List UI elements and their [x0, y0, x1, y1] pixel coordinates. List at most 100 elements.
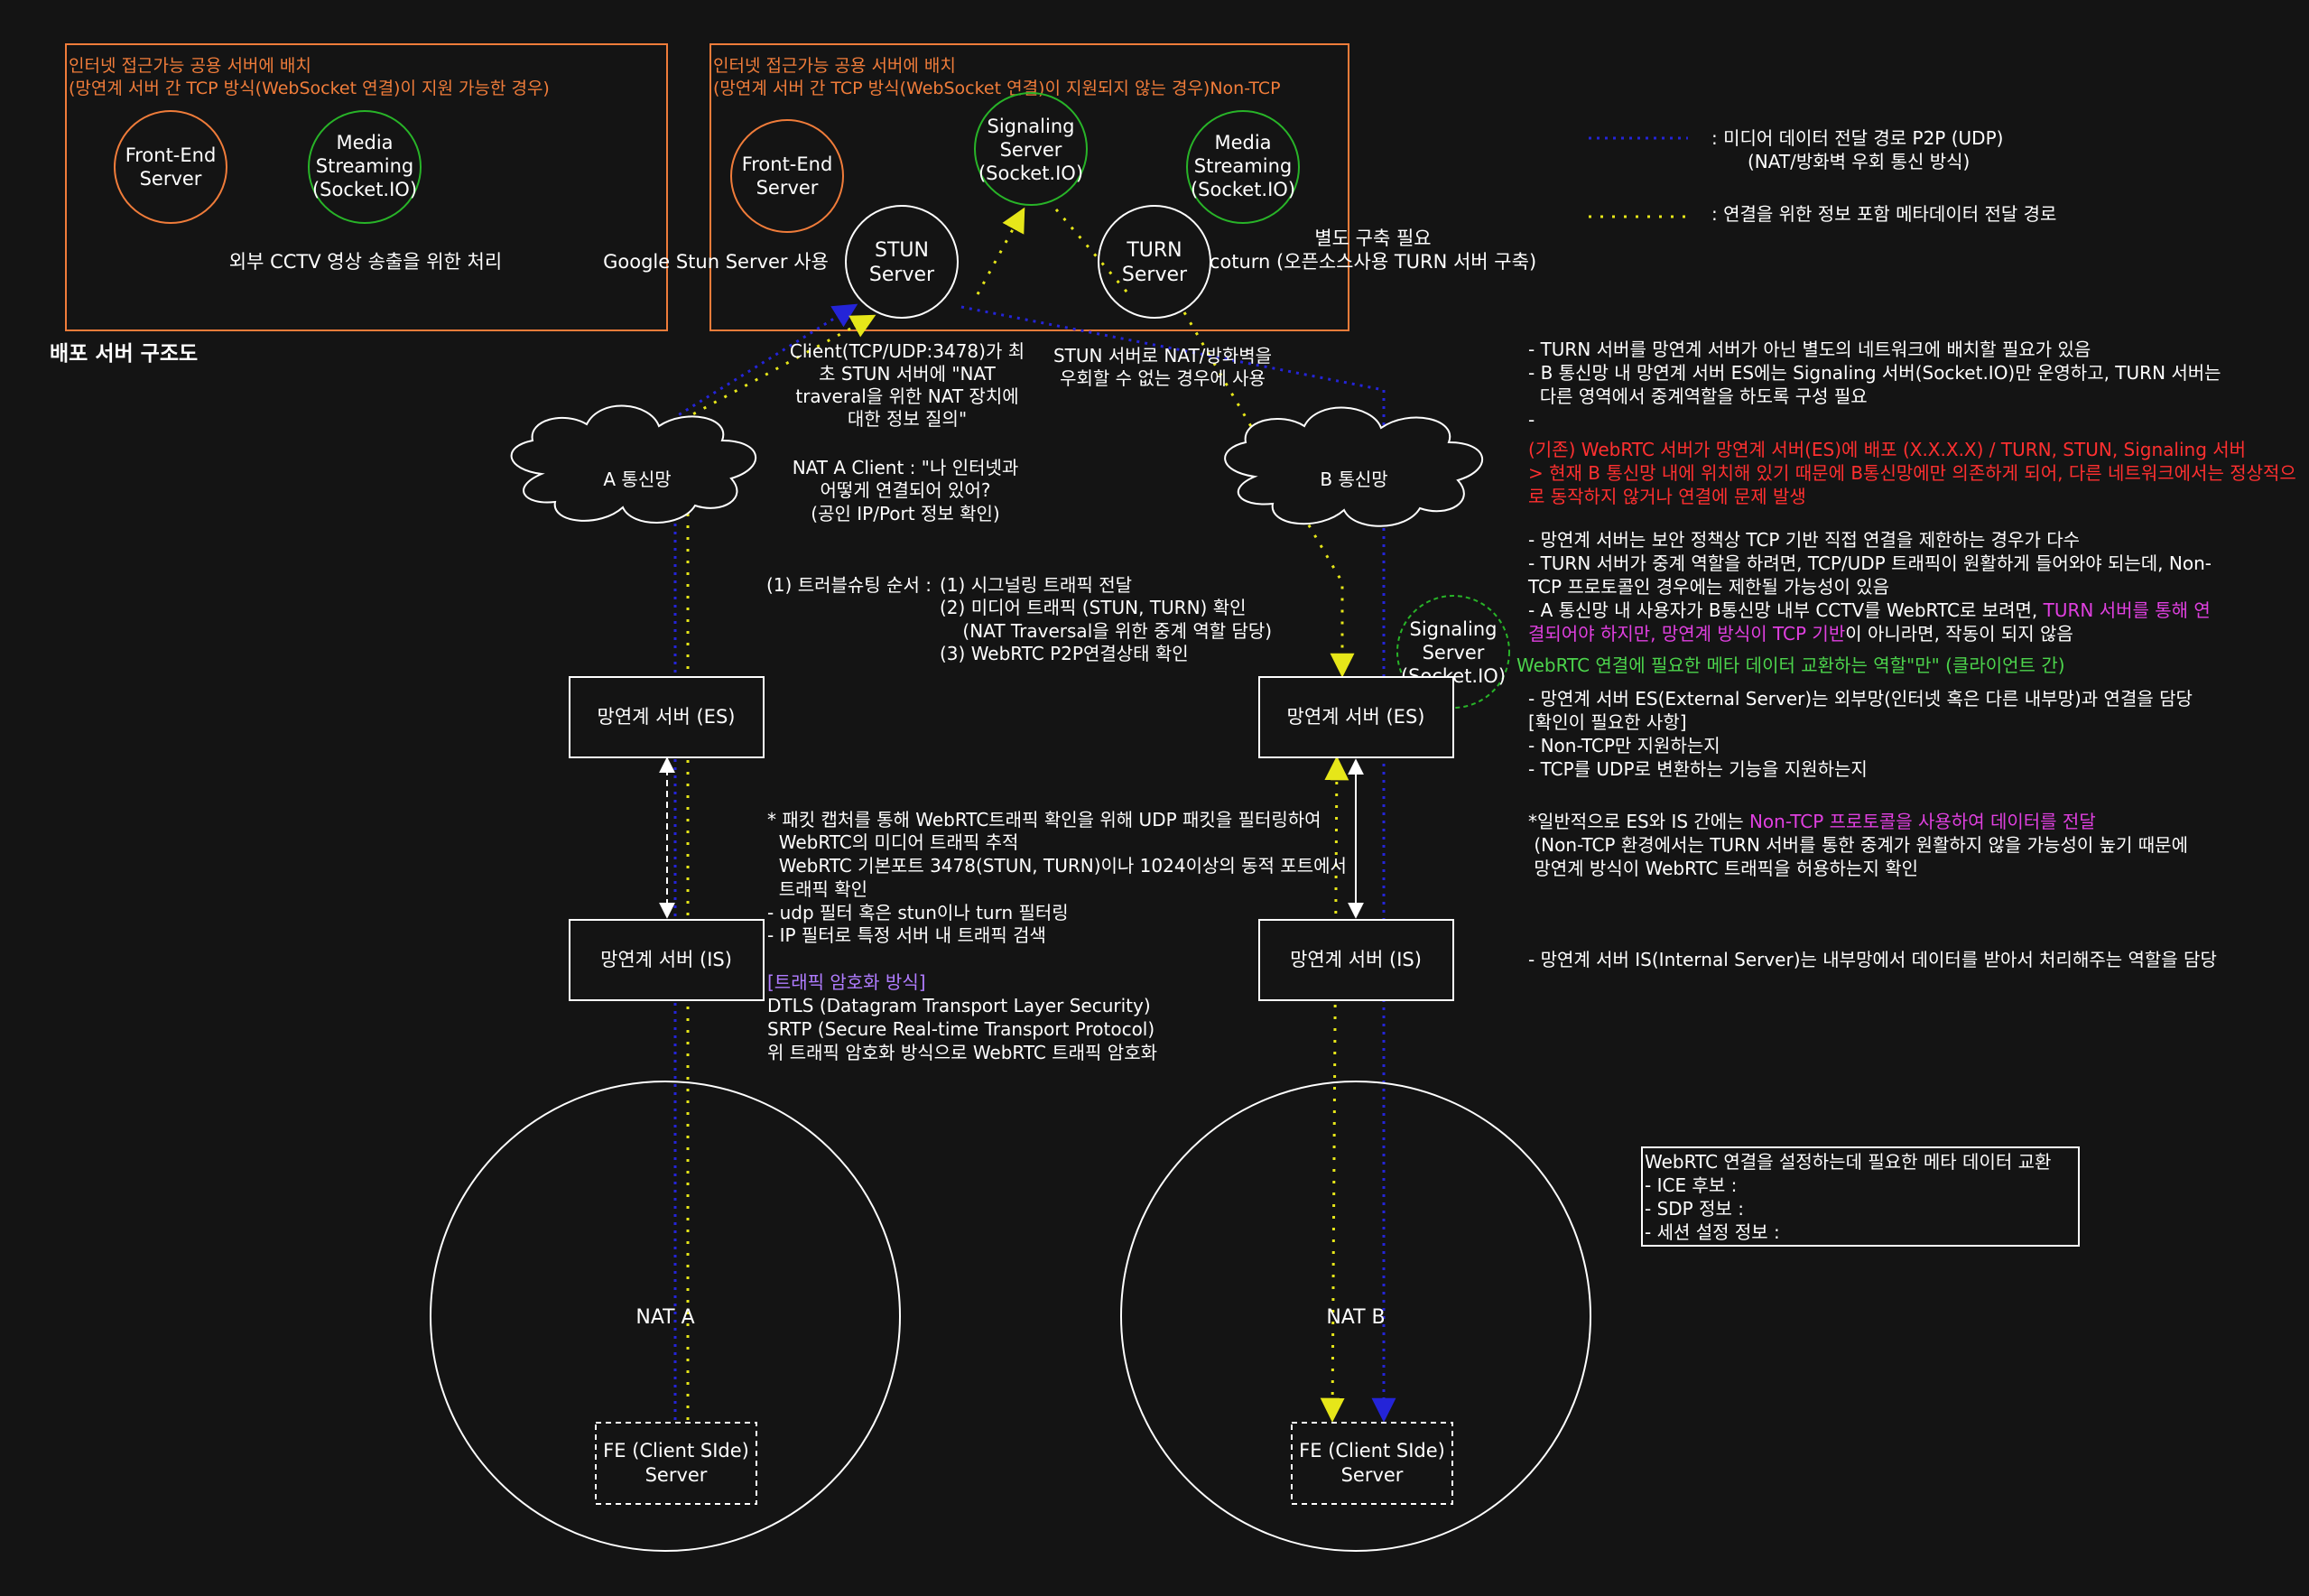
general-note-1-highlight: Non-TCP 프로토콜을 사용하여 데이터를 전달	[1749, 811, 2096, 832]
legacy-note-1: (기존) WebRTC 서버가 망연계 서버(ES)에 배포 (X.X.X.X)…	[1528, 439, 2246, 460]
tcp-media-streaming-server[interactable]	[308, 110, 422, 224]
metadata-box[interactable]	[1641, 1146, 2080, 1247]
signaling-to-turn-path	[1054, 209, 1134, 299]
turn-note-block-2: - B 통신망 내 망연계 서버 ES에는 Signaling 서버(Socke…	[1528, 362, 2221, 384]
nontcp-frontend-server[interactable]	[730, 119, 844, 233]
tcp-server-box[interactable]	[65, 43, 668, 331]
tcp-frontend-label-1: Front-End	[125, 144, 217, 166]
signaling-b-label-2: Server	[1423, 642, 1485, 663]
turn-server[interactable]	[1098, 205, 1211, 319]
general-note-3: 망연계 방식이 WebRTC 트래픽을 허용하는지 확인	[1528, 858, 1918, 879]
encryption-line-3: 위 트래픽 암호화 방식으로 WebRTC 트래픽 암호화	[767, 1042, 1157, 1063]
legacy-note-2: > 현재 B 통신망 내에 위치해 있기 때문에 B통신망에만 의존하게 되어,…	[1528, 462, 2296, 484]
es-role-note-4: - TCP를 UDP로 변환하는 기능을 지원하는지	[1528, 758, 1868, 780]
signaling-server[interactable]	[974, 92, 1088, 206]
capture-note-2: WebRTC의 미디어 트래픽 추적	[767, 831, 1018, 853]
google-stun-label: Google Stun Server 사용	[603, 251, 829, 273]
capture-note-4: 트래픽 확인	[767, 878, 867, 900]
legend-blue-text-2: (NAT/방화벽 우회 통신 방식)	[1748, 151, 1970, 172]
metadata-ice: - ICE 후보 :	[1645, 1174, 1737, 1196]
stun-label-2: Server	[869, 264, 935, 286]
troubleshoot-line-2: (2) 미디어 트래픽 (STUN, TURN) 확인	[940, 597, 1247, 618]
nontcp-media-label-2: Streaming	[1194, 155, 1292, 177]
signaling-label-1: Signaling	[988, 116, 1075, 137]
turn-label-1: TURN	[1126, 239, 1182, 262]
nat-client-note-2: 어떻게 연결되어 있어?	[821, 479, 991, 501]
nontcp-box-title-2: (망연계 서버 간 TCP 방식(WebSocket 연결)이 지원되지 않는 …	[713, 79, 1281, 98]
nat-b-label: NAT B	[1326, 1306, 1385, 1329]
capture-note-3: WebRTC 기본포트 3478(STUN, TURN)이나 1024이상의 동…	[767, 855, 1347, 877]
tcp-frontend-label-2: Server	[140, 168, 202, 190]
stun-note-2: 초 STUN 서버에 "NAT	[819, 363, 996, 385]
encryption-head: [트래픽 암호화 방식]	[767, 971, 926, 993]
nontcp-media-streaming-server[interactable]	[1186, 110, 1300, 224]
tcp-media-label-3: (Socket.IO)	[312, 179, 417, 200]
stun-server[interactable]	[845, 205, 959, 319]
is-server-a[interactable]	[569, 919, 765, 1001]
turn-note-block-4: -	[1528, 409, 1535, 431]
cctv-note-1-plain: - A 통신망 내 사용자가 B통신망 내부 CCTV를 WebRTC로 보려면…	[1528, 599, 2044, 621]
cctv-caption: 외부 CCTV 영상 송출을 위한 처리	[229, 251, 502, 273]
capture-note-1: * 패킷 캡처를 통해 WebRTC트래픽 확인을 위해 UDP 패킷을 필터링…	[767, 809, 1321, 830]
stun-to-signaling-path	[976, 207, 1025, 295]
es-role-note-2: [확인이 필요한 사항]	[1528, 711, 1687, 733]
stun-label-1: STUN	[875, 239, 929, 262]
nat-b-boundary[interactable]	[1120, 1081, 1591, 1552]
legend-blue-text-1: : 미디어 데이터 전달 경로 P2P (UDP)	[1711, 127, 2003, 149]
general-note-1-plain: *일반적으로 ES와 IS 간에는	[1528, 811, 1749, 832]
capture-note-6: - IP 필터로 특정 서버 내 트래픽 검색	[767, 924, 1046, 946]
is-role-note: - 망연계 서버 IS(Internal Server)는 내부망에서 데이터를…	[1528, 949, 2217, 970]
general-note-1: *일반적으로 ES와 IS 간에는 Non-TCP 프로토콜을 사용하여 데이터…	[1528, 811, 2096, 832]
encryption-line-2: SRTP (Secure Real-time Transport Protoco…	[767, 1018, 1154, 1040]
es-server-a[interactable]	[569, 676, 765, 758]
general-note-2: (Non-TCP 환경에서는 TURN 서버를 통한 중계가 원활하지 않을 가…	[1528, 834, 2188, 856]
es-role-note-3: - Non-TCP만 지원하는지	[1528, 735, 1720, 756]
legacy-note-3: 로 동작하지 않거나 연결에 문제 발생	[1528, 486, 1806, 507]
is-server-b[interactable]	[1258, 919, 1454, 1001]
nontcp-media-label-3: (Socket.IO)	[1191, 179, 1295, 200]
es-a-label: 망연계 서버 (ES)	[598, 706, 736, 728]
fe-client-a-label-1: FE (Client SIde)	[603, 1440, 749, 1461]
troubleshoot-head: (1) 트러블슈팅 순서 :	[766, 574, 932, 596]
metadata-title: WebRTC 연결을 설정하는데 필요한 메타 데이터 교환	[1645, 1151, 2051, 1173]
legend-yellow-text: : 연결을 위한 정보 포함 메타데이터 전달 경로	[1711, 203, 2056, 225]
fe-client-a-label-2: Server	[645, 1464, 708, 1486]
page-title: 배포 서버 구조도	[50, 342, 198, 366]
nat-a-label: NAT A	[635, 1306, 694, 1329]
encryption-line-1: DTLS (Datagram Transport Layer Security)	[767, 995, 1151, 1016]
cctv-note-2-highlight: 결되어야 하지만, 망연계 방식이 TCP 기반	[1528, 623, 1845, 645]
stun-note-4: 대한 정보 질의"	[848, 408, 967, 430]
fe-client-a[interactable]	[595, 1422, 757, 1505]
nontcp-server-box[interactable]	[709, 43, 1349, 331]
cctv-note-1-highlight: TURN 서버를 통해 연	[2043, 599, 2211, 621]
nontcp-media-label-1: Media	[1214, 132, 1271, 153]
stun-note-3: traveral을 위한 NAT 장치에	[795, 385, 1018, 407]
troubleshoot-line-4: (3) WebRTC P2P연결상태 확인	[940, 643, 1189, 664]
signaling-b-label-1: Signaling	[1410, 618, 1498, 640]
tcp-frontend-server[interactable]	[114, 110, 227, 224]
troubleshoot-line-1: (1) 시그널링 트래픽 전달	[940, 574, 1132, 596]
coturn-label-2: coturn (오픈소스사용 TURN 서버 구축)	[1210, 251, 1536, 273]
turn-label-2: Server	[1122, 264, 1188, 286]
cctv-note-2: 결되어야 하지만, 망연계 방식이 TCP 기반이 아니라면, 작동이 되지 않…	[1528, 623, 2073, 645]
nontcp-box-title-1: 인터넷 접근가능 공용 서버에 배치	[713, 56, 956, 76]
fe-client-b-label-2: Server	[1341, 1464, 1404, 1486]
b-yellow-client-path	[1320, 756, 1349, 1423]
cloud-a[interactable]	[510, 404, 757, 524]
signaling-label-2: Server	[1000, 139, 1062, 161]
tcp-media-label-1: Media	[336, 132, 393, 153]
cloud-b-label: B 통신망	[1320, 469, 1387, 490]
policy-note-1: - 망연계 서버는 보안 정책상 TCP 기반 직접 연결을 제한하는 경우가 …	[1528, 529, 2080, 551]
turn-note-1: STUN 서버로 NAT/방화벽을	[1053, 345, 1272, 367]
nat-a-boundary[interactable]	[430, 1081, 901, 1552]
turn-note-2: 우회할 수 없는 경우에 사용	[1060, 367, 1266, 389]
es-b-label: 망연계 서버 (ES)	[1287, 706, 1425, 728]
es-server-b[interactable]	[1258, 676, 1454, 758]
nat-client-note-3: (공인 IP/Port 정보 확인)	[811, 503, 999, 524]
turn-note-block-3: 다른 영역에서 중계역할을 하도록 구성 필요	[1528, 385, 1868, 407]
fe-client-b[interactable]	[1291, 1422, 1453, 1505]
troubleshoot-line-3: (NAT Traversal을 위한 중계 역할 담당)	[940, 620, 1272, 642]
cloud-b[interactable]	[1224, 406, 1484, 527]
